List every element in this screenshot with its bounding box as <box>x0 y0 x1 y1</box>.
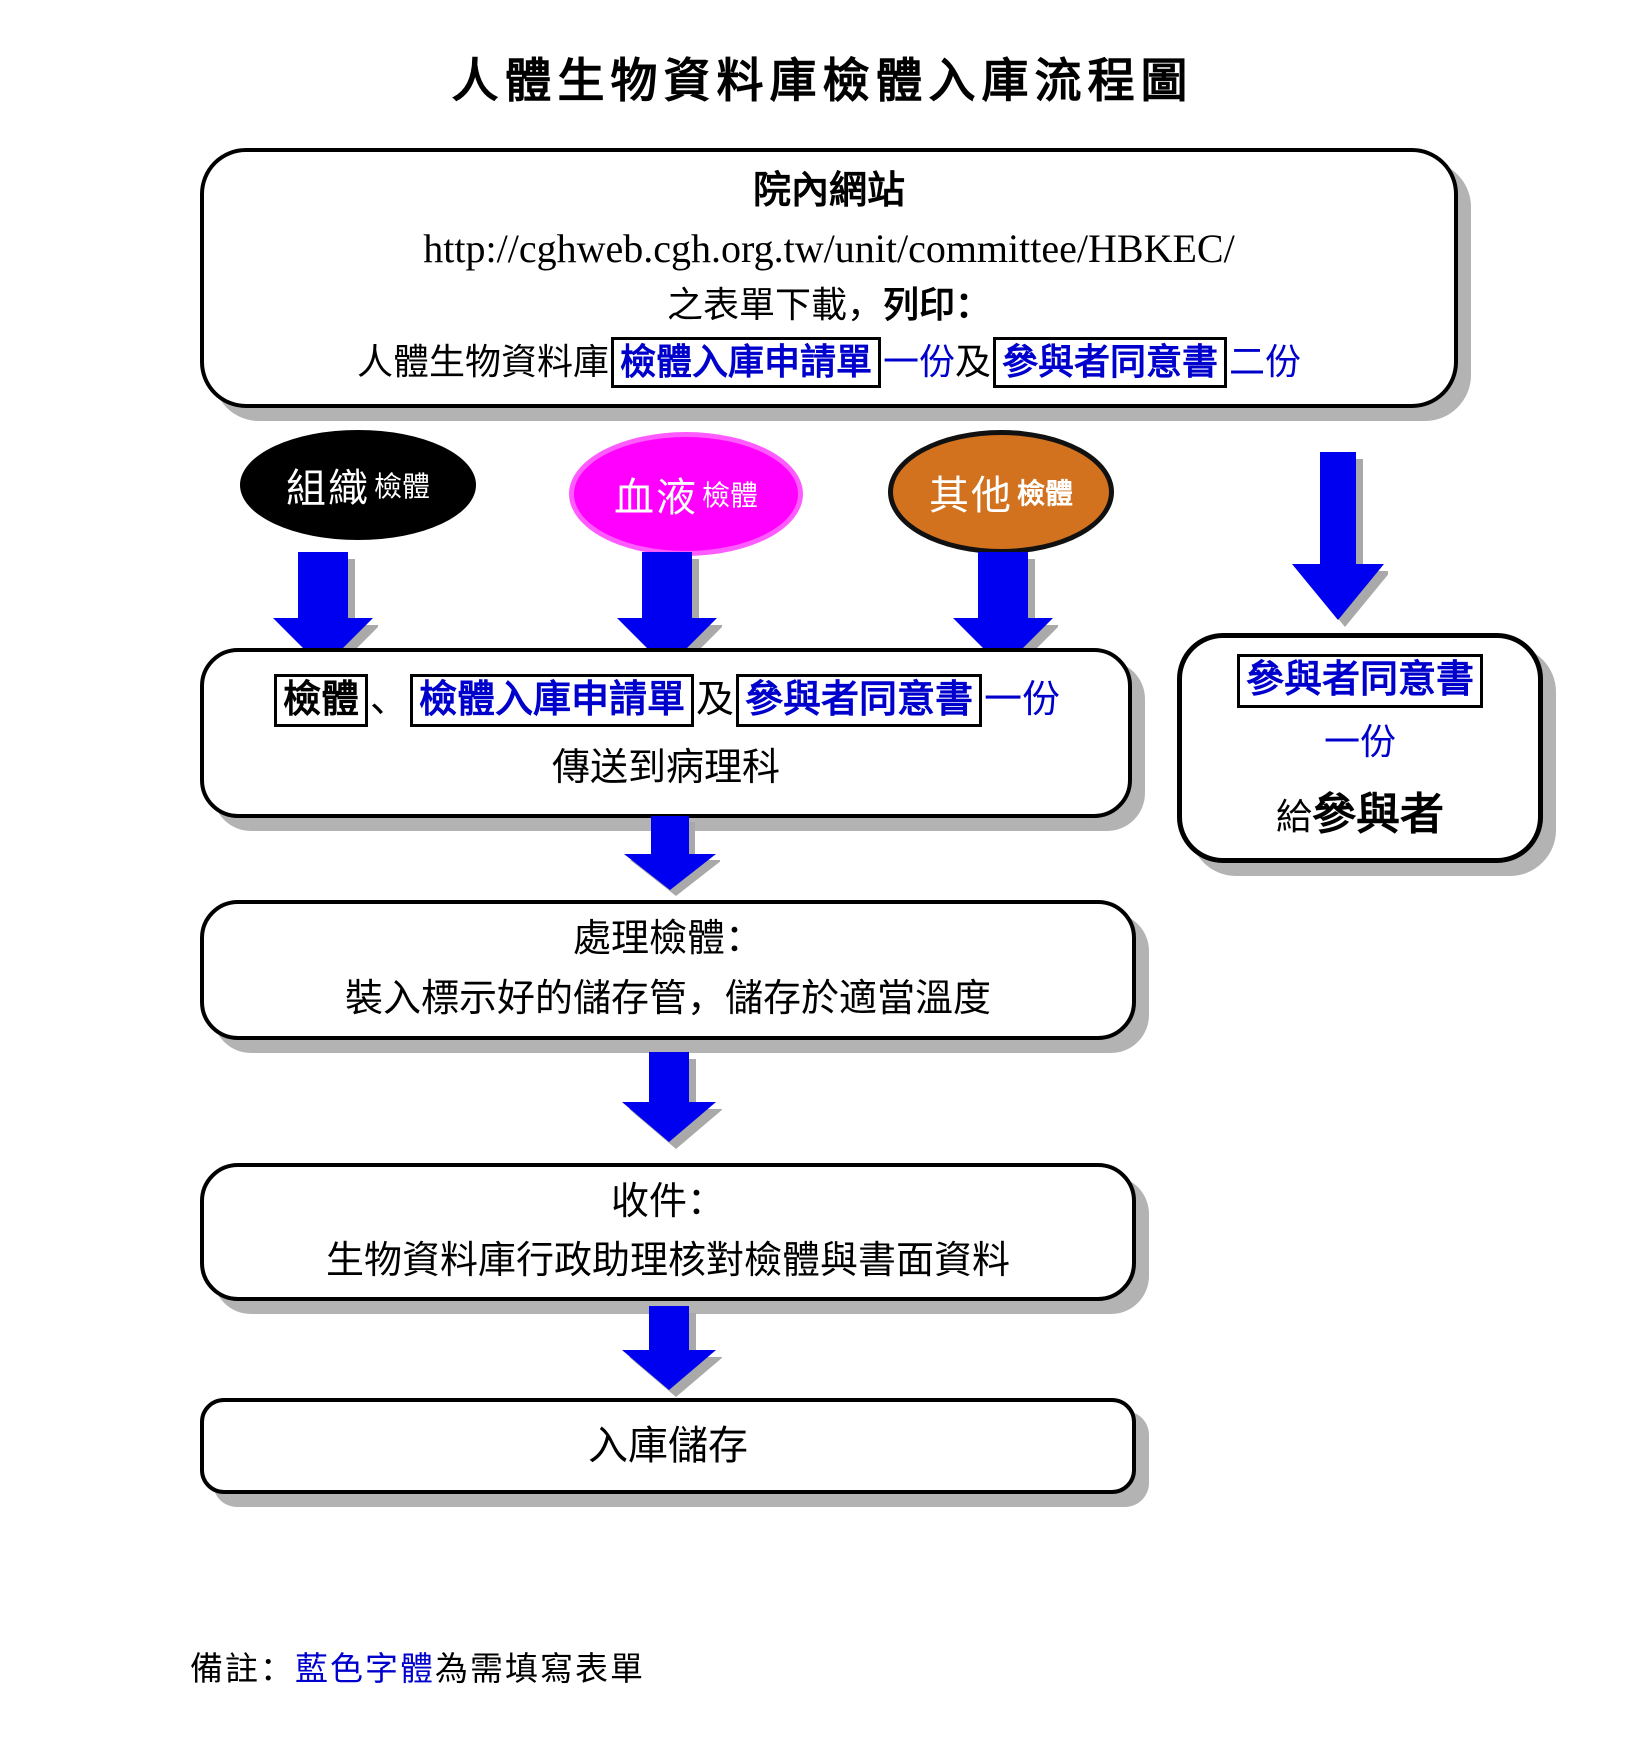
process-box-line2: 裝入標示好的儲存管，儲存於適當溫度 <box>344 978 991 1021</box>
process-box: 處理檢體： 裝入標示好的儲存管，儲存於適當溫度 <box>200 900 1136 1040</box>
receive-box: 收件： 生物資料庫行政助理核對檢體與書面資料 <box>200 1163 1136 1301</box>
website-box-line3: 之表單下載，列印： <box>666 284 992 325</box>
consent-form-tag: 參與者同意書 <box>736 673 983 728</box>
down-arrow-icon <box>622 1052 722 1149</box>
specimen-tag: 檢體 <box>273 673 368 728</box>
website-box: 院內網站 http://cghweb.cgh.org.tw/unit/commi… <box>200 148 1458 408</box>
down-arrow-icon <box>953 552 1058 675</box>
note-blue-text: 藍色字體 <box>295 1652 435 1688</box>
participant-consent-tag-row: 參與者同意書 <box>1235 654 1485 708</box>
page-title: 人體生物資料庫檢體入庫流程圖 <box>451 56 1194 108</box>
other-specimen-ellipse: 其他檢體 <box>888 430 1114 554</box>
down-arrow-icon <box>617 552 722 675</box>
storage-box: 入庫儲存 <box>200 1398 1136 1494</box>
website-url: http://cghweb.cgh.org.tw/unit/committee/… <box>423 225 1235 271</box>
process-box-line1: 處理檢體： <box>572 918 763 961</box>
application-form-tag: 檢體入庫申請單 <box>610 337 881 389</box>
participant-count: 一份 <box>1323 722 1396 763</box>
blood-specimen-ellipse: 血液檢體 <box>569 432 803 556</box>
pathology-box: 檢體、檢體入庫申請單及參與者同意書一份 傳送到病理科 <box>200 648 1132 818</box>
pathology-box-line2: 傳送到病理科 <box>551 746 780 789</box>
tissue-specimen-ellipse: 組織檢體 <box>240 430 476 540</box>
down-arrow-icon <box>273 552 378 675</box>
website-box-line4: 人體生物資料庫檢體入庫申請單一份及參與者同意書二份 <box>357 337 1301 389</box>
participant-box: 參與者同意書 一份 給參與者 <box>1177 633 1543 863</box>
storage-box-label: 入庫儲存 <box>588 1423 748 1468</box>
down-arrow-icon <box>1292 452 1388 627</box>
consent-form-tag: 參與者同意書 <box>993 337 1228 389</box>
down-arrow-icon <box>622 1306 722 1397</box>
participant-give-row: 給參與者 <box>1275 789 1444 839</box>
consent-form-tag: 參與者同意書 <box>1236 654 1483 708</box>
receive-box-line1: 收件： <box>610 1180 725 1223</box>
down-arrow-icon <box>624 816 720 896</box>
application-form-tag: 檢體入庫申請單 <box>409 673 694 728</box>
note: 備註：藍色字體為需填寫表單 <box>190 1652 645 1688</box>
receive-box-line2: 生物資料庫行政助理核對檢體與書面資料 <box>325 1239 1010 1282</box>
pathology-box-line1: 檢體、檢體入庫申請單及參與者同意書一份 <box>272 673 1060 728</box>
website-box-heading: 院內網站 <box>752 169 905 212</box>
